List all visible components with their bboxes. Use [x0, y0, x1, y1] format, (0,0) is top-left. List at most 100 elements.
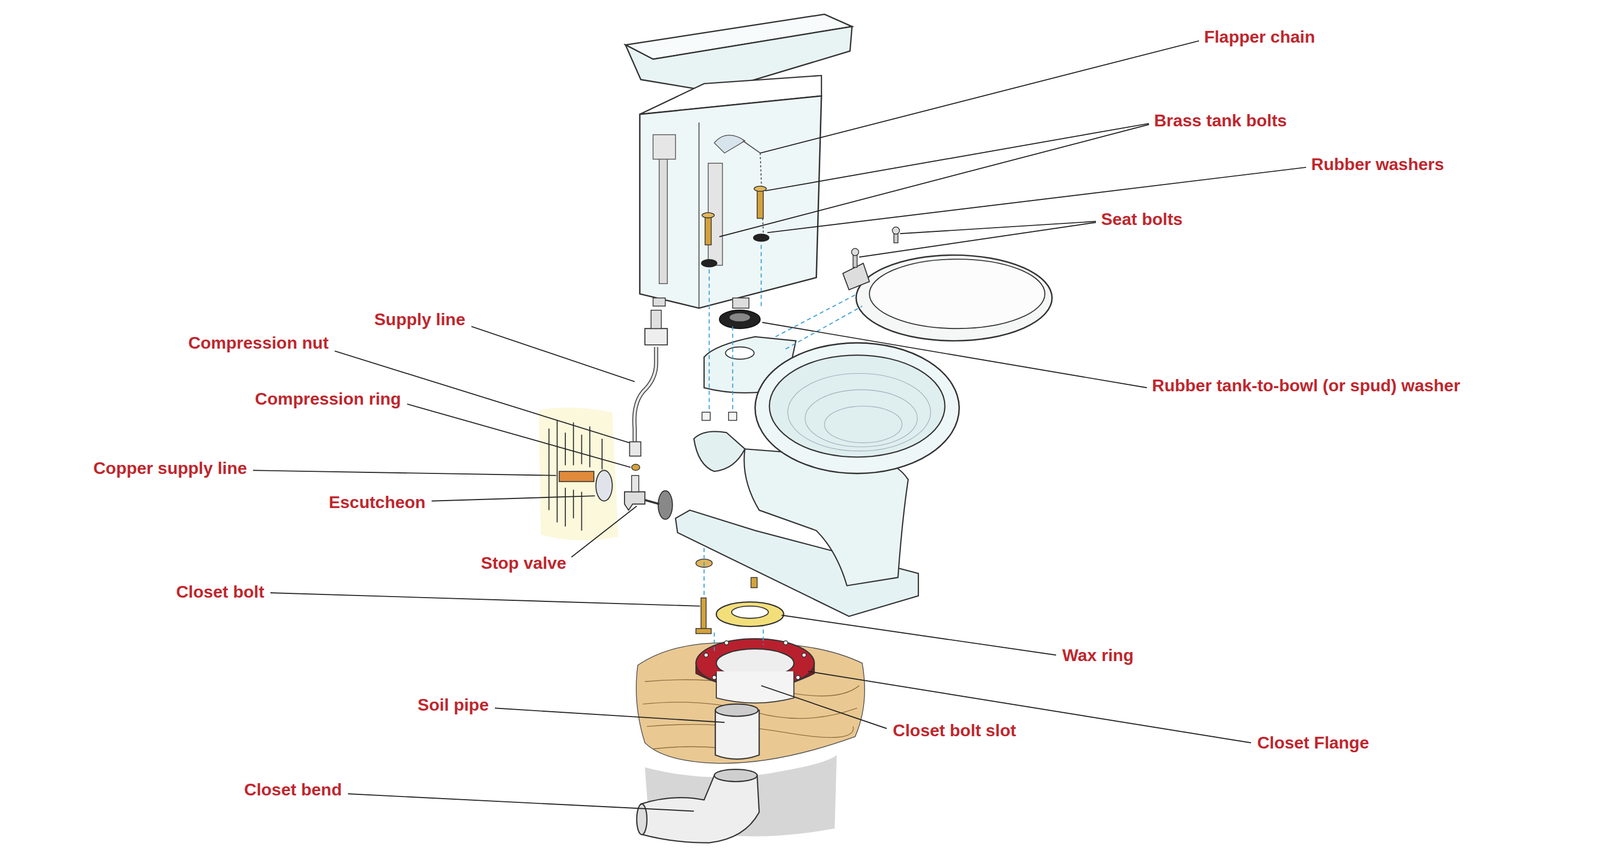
tank: [640, 96, 822, 309]
tank-bolts: [757, 189, 764, 219]
toilet-bowl: [769, 355, 946, 458]
spud-washer: [729, 313, 750, 322]
wall: [548, 420, 602, 532]
part-label: Stop valve: [481, 552, 567, 574]
tank: [698, 122, 700, 309]
leader-lines: [761, 685, 887, 729]
toilet-seat: [892, 227, 900, 235]
tank-bolts: [754, 186, 767, 192]
closet-flange: [716, 671, 794, 703]
leader-lines: [859, 222, 1096, 258]
soil-pipe: [715, 704, 759, 760]
closet-bolt: [750, 577, 757, 588]
part-label: Seat bolts: [1100, 208, 1183, 230]
stop-valve: [595, 470, 613, 501]
stop-valve: [644, 500, 660, 505]
supply-line: [634, 347, 656, 448]
toilet-bowl: [701, 412, 737, 421]
part-label: Brass tank bolts: [1154, 109, 1287, 132]
wall: [556, 420, 558, 523]
leader-lines: [347, 794, 694, 812]
supply-line: [634, 347, 656, 448]
tank-bolts: [705, 216, 711, 246]
leader-lines: [252, 470, 556, 476]
wall: [548, 428, 550, 511]
leader-lines: [571, 506, 637, 558]
supply-line: [629, 310, 668, 471]
part-label: Supply line: [374, 308, 466, 331]
toilet-bowl: [701, 412, 710, 421]
wall: [572, 490, 574, 519]
tank-bolts: [709, 244, 762, 413]
supply-line: [631, 464, 640, 471]
toilet-bowl: [824, 406, 902, 444]
toilet-bowl: [728, 412, 737, 421]
wax-ring: [716, 602, 784, 627]
soil-pipe: [715, 704, 758, 717]
soil-pipe: [715, 710, 759, 760]
leader-lines: [808, 671, 1251, 743]
toilet-bowl: [725, 347, 755, 360]
wax-ring: [716, 602, 784, 627]
closet-flange: [783, 641, 788, 646]
leader-lines: [900, 221, 1096, 234]
leader-lines: [494, 708, 725, 723]
part-label: Rubber washers: [1311, 153, 1445, 175]
toilet-seat: [856, 254, 1052, 341]
part-label: Compression ring: [254, 388, 402, 410]
leader-lines: [270, 593, 700, 607]
toilet-bowl: [755, 342, 960, 474]
wall: [581, 434, 583, 465]
toilet-seat: [775, 293, 863, 349]
tank-bolts: [760, 244, 762, 307]
tank-bolts: [708, 269, 710, 413]
closet-flange: [795, 675, 800, 680]
wall: [601, 438, 603, 470]
wall: [572, 422, 574, 466]
wax-ring: [731, 606, 769, 619]
tank: [742, 140, 761, 154]
tank: [652, 134, 676, 160]
leader-lines: [762, 322, 1147, 388]
wall: [564, 488, 566, 527]
leader-lines: [767, 167, 1307, 233]
supply-line: [629, 442, 641, 457]
closet-bend: [636, 769, 760, 844]
closet-bolt: [696, 628, 712, 635]
stop-valve: [558, 471, 594, 482]
leader-lines: [252, 41, 1306, 812]
wall: [581, 491, 583, 531]
part-label: Copper supply line: [93, 457, 247, 479]
part-label: Closet bend: [244, 779, 342, 801]
closet-flange: [696, 622, 815, 703]
tank-bolts: [732, 326, 734, 413]
part-label: Soil pipe: [417, 694, 489, 716]
stop-valve: [631, 475, 639, 493]
part-label: Wax ring: [1062, 644, 1134, 667]
closet-flange: [712, 675, 717, 680]
toilet-seat: [869, 259, 1045, 329]
toilet-bowl: [675, 337, 960, 617]
leader-lines: [781, 615, 1057, 656]
spud-washer: [719, 310, 761, 329]
tank-bolts: [700, 259, 718, 268]
toilet-bowl: [805, 389, 918, 447]
toilet-bowl: [787, 373, 931, 451]
toilet-bowl: [787, 373, 931, 451]
toilet-seat: [851, 248, 859, 256]
closet-flange: [714, 622, 764, 653]
leader-lines: [719, 124, 1149, 237]
closet-bend: [714, 769, 757, 782]
leader-lines: [765, 123, 1149, 191]
toilet-bowl: [693, 431, 746, 472]
tank: [714, 135, 745, 154]
spud-washer: [719, 310, 761, 329]
wall: [589, 426, 591, 468]
closet-flange: [704, 641, 806, 680]
stop-valve: [658, 491, 673, 520]
leader-lines: [431, 496, 595, 502]
floor: [636, 642, 865, 764]
closet-flange: [802, 653, 807, 658]
closet-flange: [704, 653, 709, 658]
